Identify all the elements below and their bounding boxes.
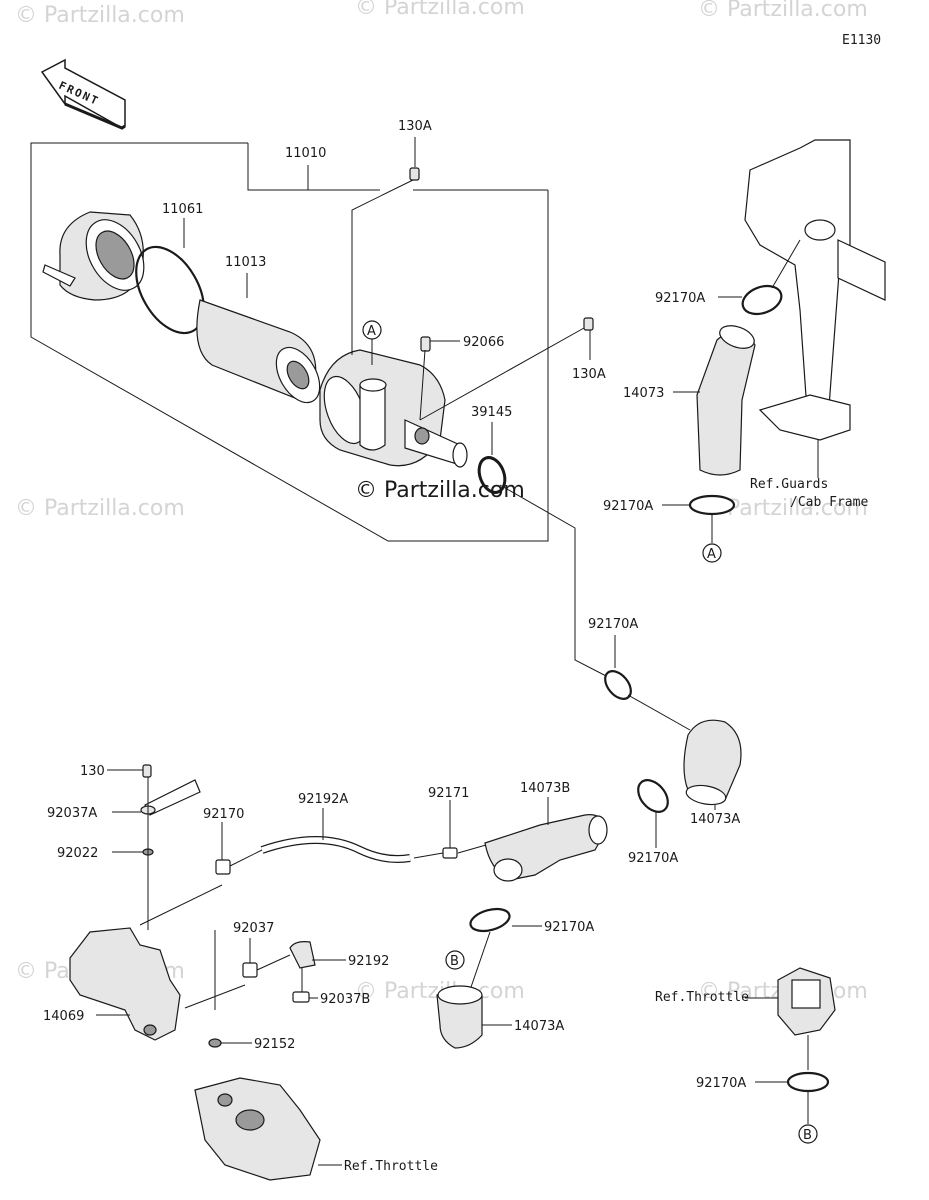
part-92037-clip [242, 938, 291, 978]
callout-92170A-center: 92170A [628, 851, 678, 866]
callout-92037A: 92037A [47, 806, 97, 821]
callout-92022: 92022 [57, 846, 98, 861]
part-11013-filter [196, 299, 321, 404]
callout-92192: 92192 [348, 954, 389, 969]
part-11061-cover [42, 211, 145, 301]
part-14073B-duct [484, 814, 608, 882]
callout-130A-top: 130A [398, 119, 432, 134]
bolt-130A-right [419, 317, 594, 421]
callout-11010: 11010 [285, 146, 326, 161]
ref-throttle-right-label: Ref.Throttle [655, 990, 749, 1005]
ref-cab-frame-label: /Cab Frame [790, 495, 868, 510]
callout-92066: 92066 [463, 335, 504, 350]
part-92170A-center-clamp [637, 779, 669, 848]
part-92170A-bottom-clamp [755, 1071, 830, 1124]
ref-throttle-right [777, 967, 836, 1036]
callout-14073A-lower: 14073A [514, 1019, 564, 1034]
marker-B-left-label: B [450, 954, 459, 969]
ref-throttle-body-bottom [194, 1077, 321, 1181]
front-arrow-icon: FRONT [40, 58, 126, 130]
part-11061-ring [135, 245, 205, 335]
marker-B-left [445, 950, 465, 970]
callout-130A-right: 130A [572, 367, 606, 382]
callout-92170A-lower: 92170A [603, 499, 653, 514]
part-92192A-hose [260, 808, 444, 863]
marker-B-right-label: B [803, 1128, 812, 1143]
part-14073A-elbow [683, 719, 742, 806]
air-cleaner-housing [319, 349, 468, 468]
callout-92037: 92037 [233, 921, 274, 936]
marker-A-top-label: A [367, 324, 376, 339]
part-92170A-lower-clamp [662, 494, 736, 543]
watermark: © Partzilla.com [15, 496, 185, 521]
diagram-code: E1130 [842, 33, 881, 48]
marker-A-right-label: A [707, 547, 716, 562]
ref-guards-frame [744, 139, 886, 441]
callout-14073: 14073 [623, 386, 664, 401]
callout-11061: 11061 [162, 202, 203, 217]
part-92066 [419, 336, 460, 421]
callout-92037B: 92037B [320, 992, 370, 1007]
part-92152 [208, 1038, 222, 1048]
part-92037B-clip [292, 991, 318, 1003]
part-92170-clip [215, 822, 263, 875]
part-92171-clip [442, 800, 487, 859]
watermark: © Partzilla.com [698, 0, 868, 22]
watermark-center: © Partzilla.com [355, 478, 525, 503]
part-14069-bracket [69, 927, 181, 1041]
marker-A-right [702, 543, 722, 563]
ref-throttle-bottom-label: Ref.Throttle [344, 1159, 438, 1174]
part-14073-hose [696, 325, 756, 476]
part-92170A-hose-clamp [469, 907, 542, 991]
callout-92152: 92152 [254, 1037, 295, 1052]
marker-B-right [798, 1124, 818, 1144]
callout-92171: 92171 [428, 786, 469, 801]
part-92170A-upper-clamp [718, 239, 801, 316]
callout-14069: 14069 [43, 1009, 84, 1024]
callout-14073A-right: 14073A [690, 812, 740, 827]
callout-39145: 39145 [471, 405, 512, 420]
part-14073A-lower [436, 985, 483, 1049]
callout-92170: 92170 [203, 807, 244, 822]
callout-92170A-hose: 92170A [544, 920, 594, 935]
leader-92170 [139, 884, 223, 926]
leader-92037 [184, 984, 246, 1009]
callout-130: 130 [80, 764, 105, 779]
ref-guards-label: Ref.Guards [750, 477, 828, 492]
leader-39145 [499, 484, 611, 679]
part-92170A-mid-clamp [604, 635, 691, 731]
watermark: © Partzilla.com [355, 0, 525, 20]
callout-92170A-bottom: 92170A [696, 1076, 746, 1091]
bolt-130A-top [351, 167, 420, 355]
callout-11013: 11013 [225, 255, 266, 270]
fastener-stack-left [107, 764, 201, 930]
callout-92170A-mid: 92170A [588, 617, 638, 632]
part-39145-ring [477, 456, 507, 494]
callout-92192A: 92192A [298, 792, 348, 807]
assembly-bracket-11010 [30, 142, 549, 542]
callout-14073B: 14073B [520, 781, 570, 796]
callout-92170A-upper: 92170A [655, 291, 705, 306]
watermark: © Partzilla.com [15, 3, 185, 28]
part-92192-elbow [289, 941, 346, 998]
